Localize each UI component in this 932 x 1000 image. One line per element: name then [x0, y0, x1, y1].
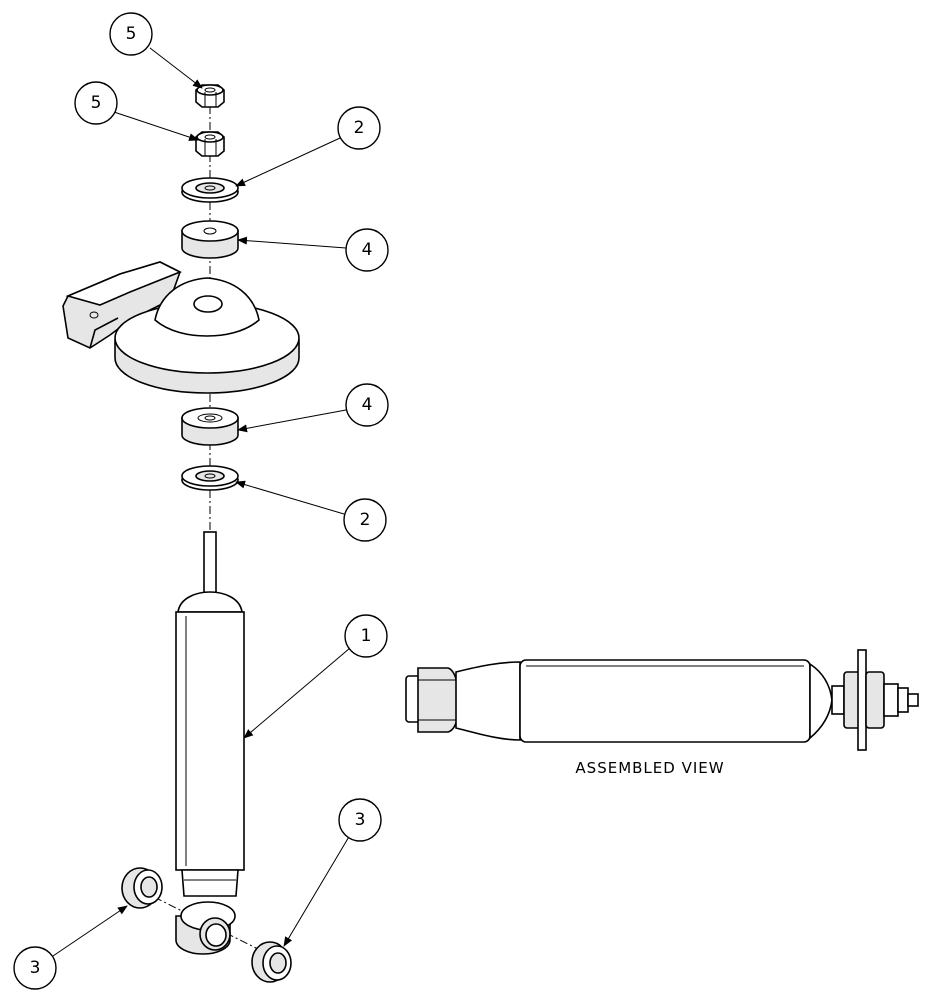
- svg-text:4: 4: [362, 395, 373, 415]
- leader-line: [237, 409, 347, 433]
- callout-1: 1: [344, 614, 388, 658]
- svg-text:1: 1: [361, 626, 372, 646]
- hex-nut-lower: [195, 131, 225, 157]
- svg-text:4: 4: [362, 240, 373, 260]
- callout-5-lower: 5: [74, 81, 118, 125]
- svg-text:3: 3: [355, 810, 366, 830]
- leader-line: [283, 834, 351, 947]
- svg-text:2: 2: [354, 118, 365, 138]
- svg-text:3: 3: [30, 958, 41, 978]
- assembled-shock-view: [405, 649, 919, 751]
- svg-text:5: 5: [126, 24, 137, 44]
- rubber-bushing-upper: [181, 220, 239, 259]
- washer-lower: [181, 465, 239, 491]
- leader-line: [243, 647, 351, 739]
- leader-line: [237, 236, 347, 249]
- shock-absorber: [175, 531, 245, 955]
- leader-line: [235, 137, 341, 187]
- assembled-view-caption: ASSEMBLED VIEW: [575, 759, 724, 777]
- mounting-bracket: [62, 261, 300, 394]
- callout-3-left: 3: [13, 946, 57, 990]
- eye-bushing-right: [251, 941, 292, 983]
- callout-2-lower: 2: [343, 498, 387, 542]
- washer-upper: [181, 177, 239, 203]
- callout-2-top: 2: [337, 106, 381, 150]
- rubber-bushing-lower: [181, 407, 239, 446]
- svg-text:5: 5: [91, 93, 102, 113]
- callout-4-lower: 4: [345, 383, 389, 427]
- leader-line: [113, 111, 199, 141]
- callout-3-right: 3: [338, 798, 382, 842]
- eye-bushing-left: [121, 867, 163, 909]
- callout-5-top: 5: [109, 12, 153, 56]
- leader-line: [149, 47, 203, 89]
- callout-4-top: 4: [345, 228, 389, 272]
- leader-line: [49, 905, 128, 959]
- hex-nut-top: [195, 84, 225, 108]
- svg-text:2: 2: [360, 510, 371, 530]
- leader-line: [235, 480, 345, 515]
